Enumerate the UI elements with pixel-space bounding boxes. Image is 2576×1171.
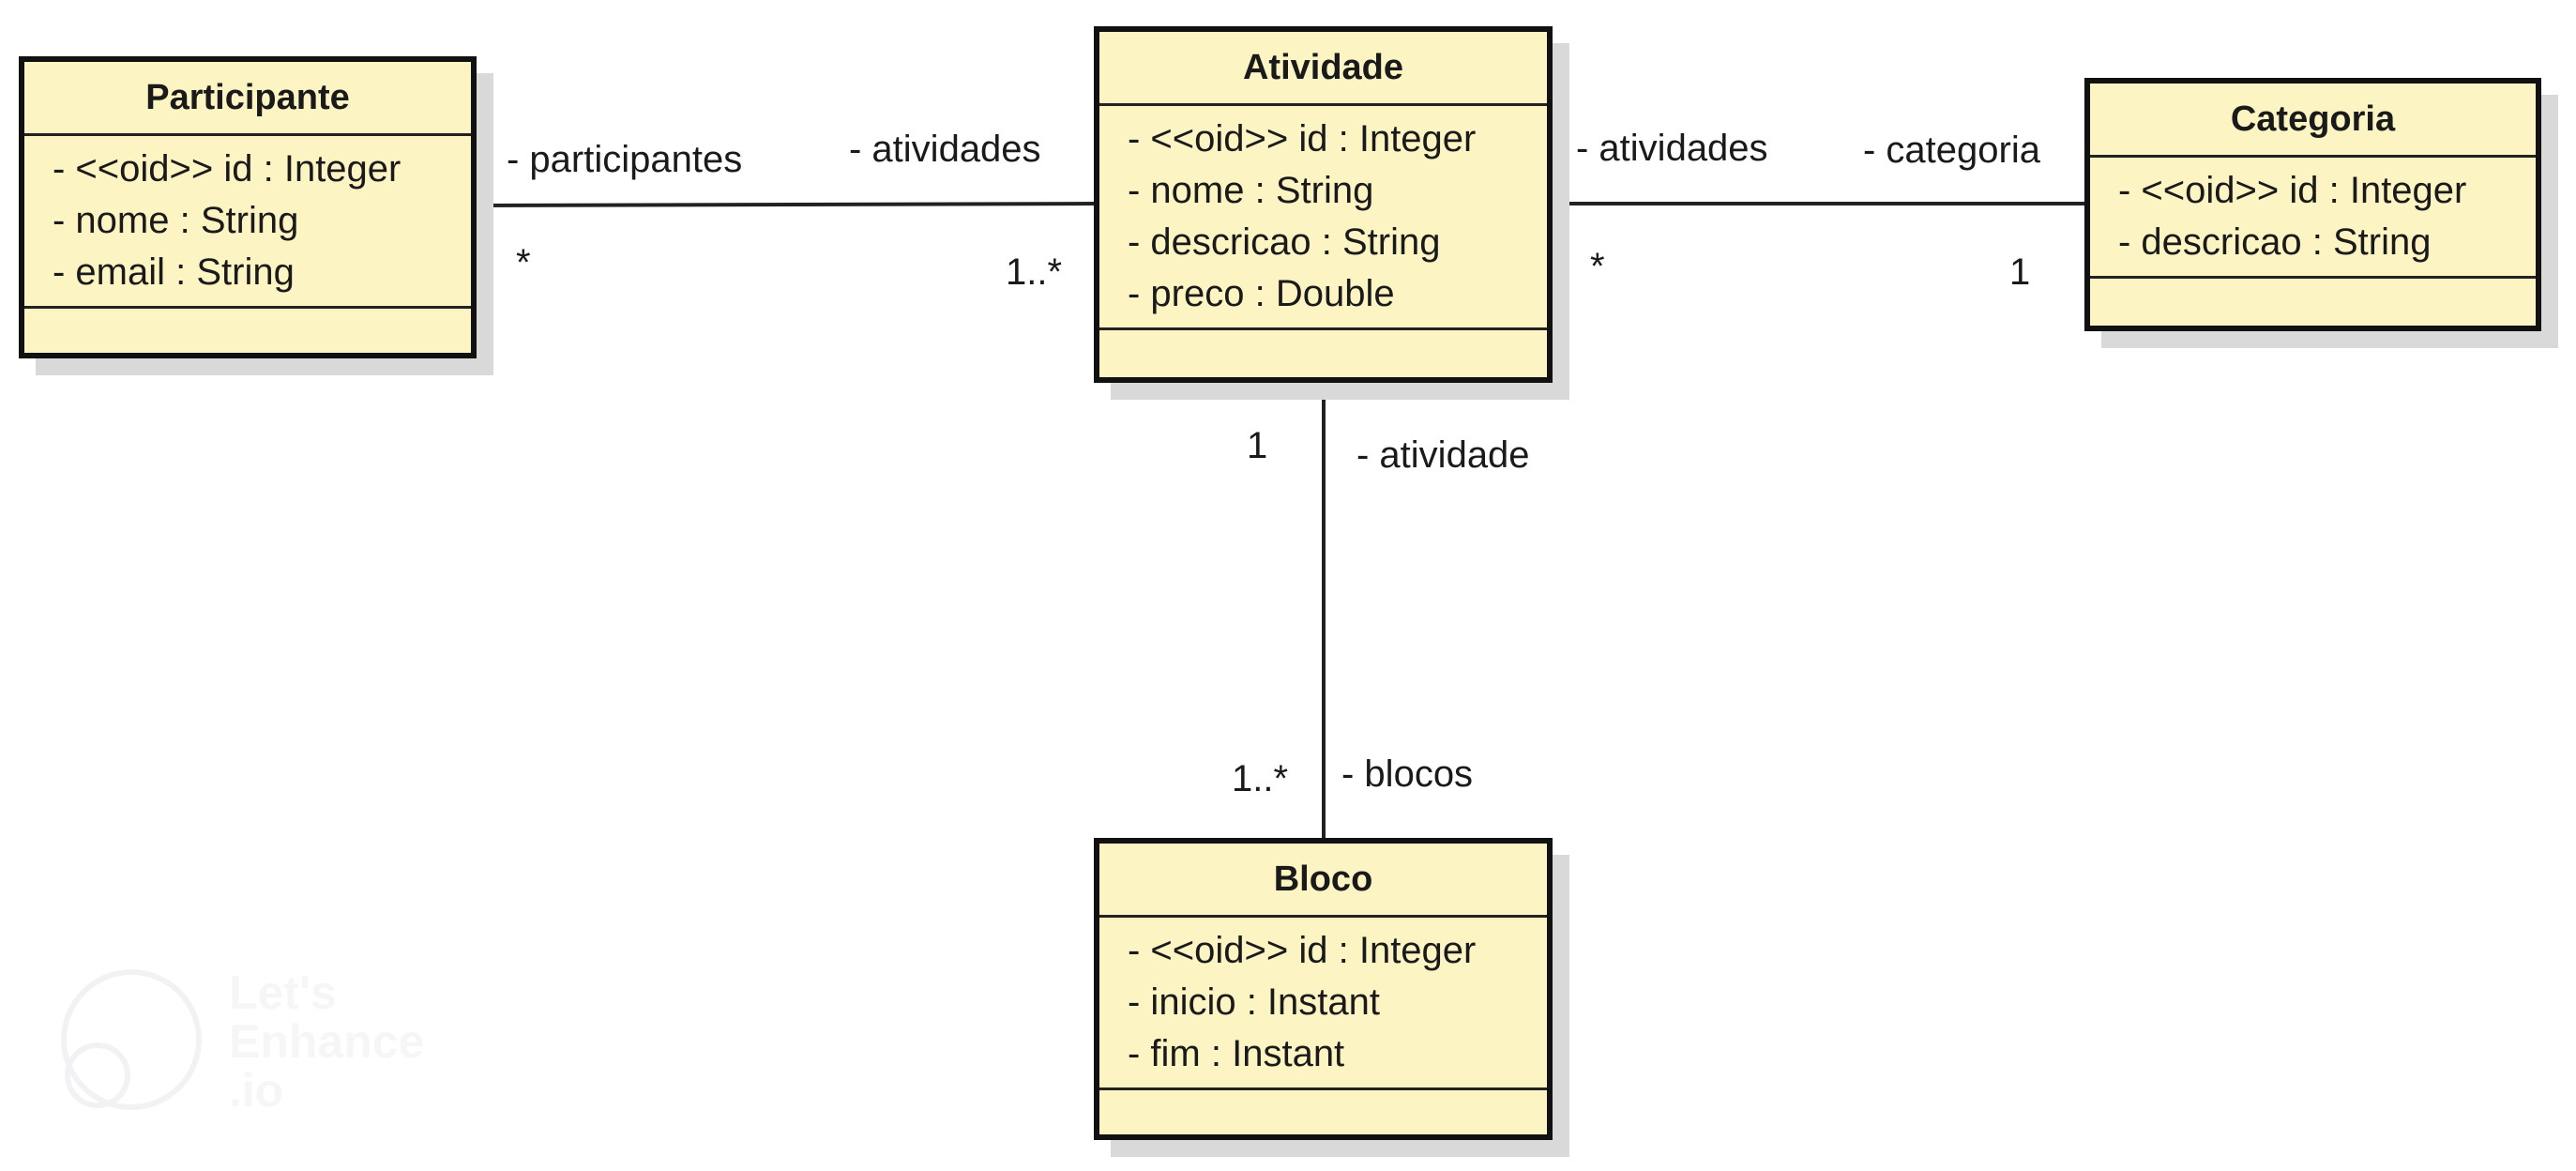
class-participante[interactable]: Participante - <<oid>> id : Integer - no… (19, 56, 477, 358)
attributes-compartment: - <<oid>> id : Integer - descricao : Str… (2090, 158, 2536, 279)
watermark-logo: Let's Enhance .io (58, 966, 452, 1126)
attribute: - <<oid>> id : Integer (1128, 118, 1477, 160)
multiplicity-atividade-bottom: 1 (1247, 425, 1268, 466)
class-name: Atividade (1099, 32, 1547, 106)
attribute: - descricao : String (1128, 221, 1441, 263)
attribute: - inicio : Instant (1128, 981, 1381, 1023)
operations-compartment (2090, 279, 2536, 312)
class-atividade[interactable]: Atividade - <<oid>> id : Integer - nome … (1094, 26, 1553, 383)
attribute: - email : String (53, 251, 295, 293)
attribute: - <<oid>> id : Integer (1128, 930, 1477, 971)
attribute: - nome : String (1128, 170, 1374, 211)
attribute: - <<oid>> id : Integer (2118, 170, 2467, 211)
attribute: - preco : Double (1128, 273, 1395, 314)
operations-compartment (1099, 330, 1547, 364)
role-label-participantes: - participantes (507, 139, 743, 180)
attributes-compartment: - <<oid>> id : Integer - nome : String -… (1099, 106, 1547, 330)
attributes-compartment: - <<oid>> id : Integer - inicio : Instan… (1099, 918, 1547, 1090)
multiplicity-categoria: 1 (2009, 251, 2031, 293)
class-categoria[interactable]: Categoria - <<oid>> id : Integer - descr… (2084, 78, 2541, 331)
role-label-atividade: - atividade (1356, 434, 1530, 476)
attributes-compartment: - <<oid>> id : Integer - nome : String -… (24, 136, 471, 309)
attribute: - nome : String (53, 200, 299, 241)
multiplicity-atividade-left: 1..* (1006, 251, 1063, 293)
association-line-participante-atividade (474, 202, 1098, 207)
watermark-text: Let's Enhance .io (229, 966, 425, 1117)
class-name: Categoria (2090, 84, 2536, 158)
role-label-atividades-right: - atividades (1576, 128, 1768, 169)
class-name: Bloco (1099, 844, 1547, 918)
attribute: - descricao : String (2118, 221, 2432, 263)
attribute: - <<oid>> id : Integer (53, 148, 402, 190)
class-name: Participante (24, 62, 471, 136)
role-label-categoria: - categoria (1863, 129, 2040, 171)
operations-compartment (1099, 1090, 1547, 1124)
watermark-circle-icon (61, 969, 202, 1110)
multiplicity-atividade-right: * (1590, 246, 1605, 287)
class-bloco[interactable]: Bloco - <<oid>> id : Integer - inicio : … (1094, 838, 1553, 1140)
operations-compartment (24, 309, 471, 342)
multiplicity-bloco: 1..* (1232, 758, 1289, 799)
multiplicity-participante: * (516, 242, 531, 283)
attribute: - fim : Instant (1128, 1033, 1345, 1074)
role-label-blocos: - blocos (1341, 753, 1474, 795)
role-label-atividades: - atividades (849, 129, 1041, 170)
